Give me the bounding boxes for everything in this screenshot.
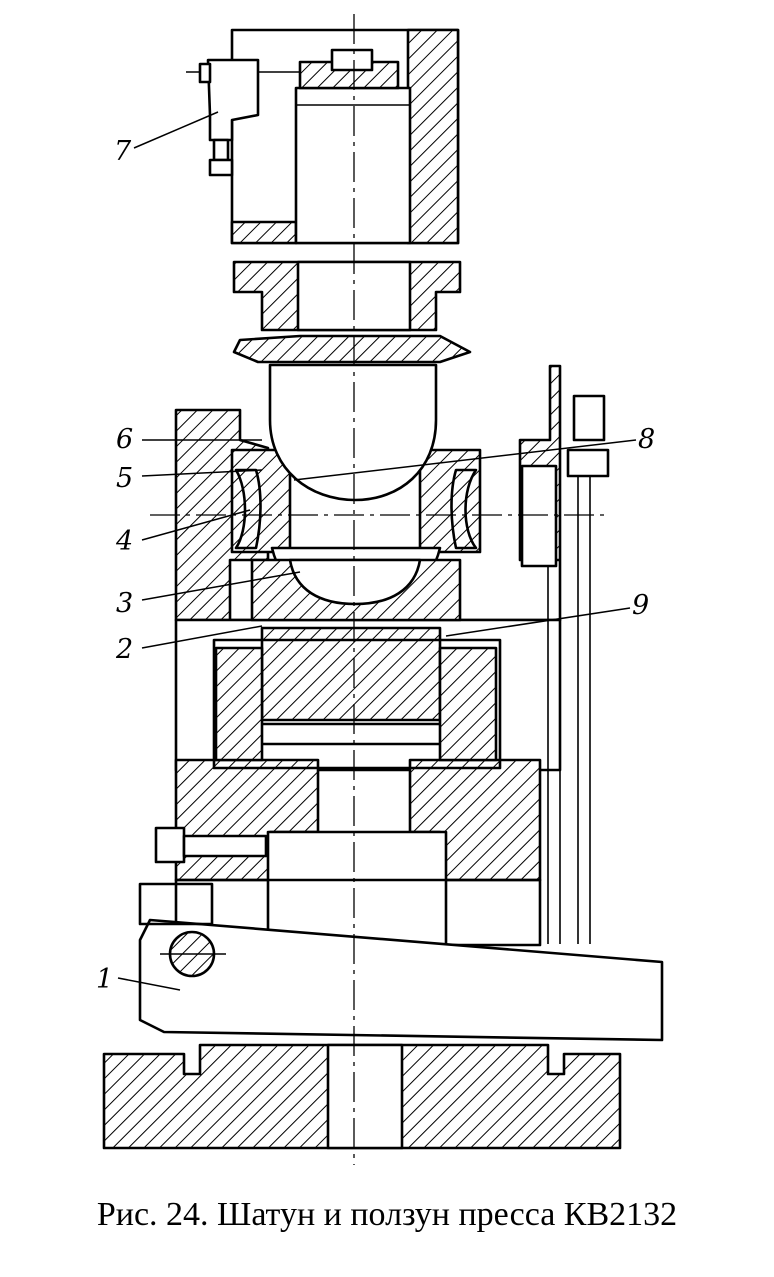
callout-3: 3	[116, 571, 301, 619]
upper-rod-section	[230, 28, 460, 245]
sensor-7	[186, 58, 300, 177]
callout-3-label: 3	[116, 588, 133, 619]
callout-4-label: 4	[115, 526, 133, 557]
callout-7-label: 7	[114, 136, 132, 167]
oil-line	[520, 394, 610, 944]
callout-7: 7	[114, 111, 219, 167]
press-connecting-rod-and-slide-drawing: 7 6 5 4 3 2 1 8 9	[96, 14, 664, 1165]
callout-8: 8	[293, 424, 655, 481]
callout-9-label: 9	[632, 590, 649, 621]
callout-2-label: 2	[115, 634, 133, 665]
ball-joint	[230, 363, 482, 622]
base	[102, 1043, 622, 1150]
callout-1-label: 1	[96, 964, 113, 995]
callout-5: 5	[116, 463, 263, 494]
bolt	[154, 826, 268, 864]
rod-cap	[232, 260, 472, 364]
callout-6: 6	[116, 424, 262, 455]
callout-5-label: 5	[116, 463, 133, 494]
figure-caption: Рис. 24. Шатун и ползун пресса КВ2132	[96, 1196, 678, 1233]
callout-6-label: 6	[116, 424, 133, 455]
callout-4: 4	[115, 509, 251, 557]
callout-9: 9	[445, 590, 649, 637]
callout-2: 2	[115, 625, 263, 665]
callout-1: 1	[96, 964, 181, 995]
lever-1	[138, 882, 664, 1042]
callout-8-label: 8	[638, 424, 655, 455]
